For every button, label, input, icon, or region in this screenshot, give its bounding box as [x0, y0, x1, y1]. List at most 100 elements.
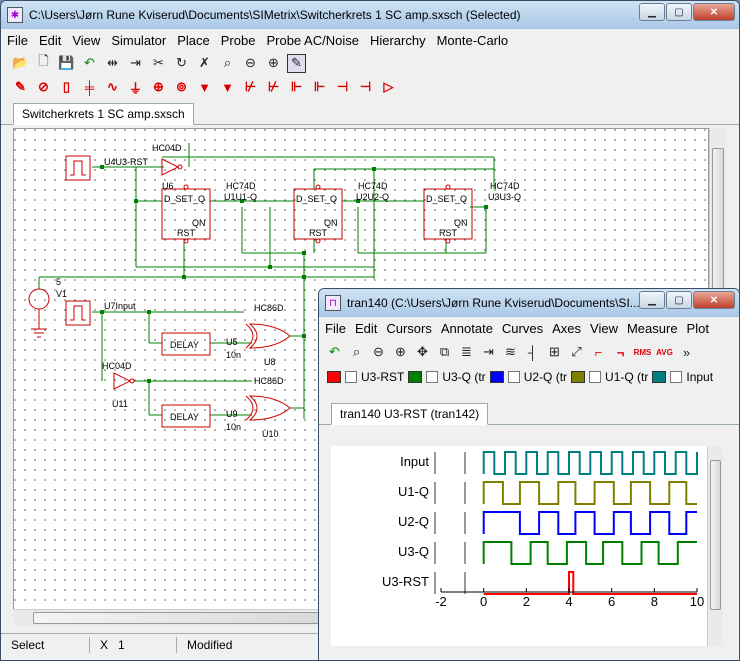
graph-menu-cursors[interactable]: Cursors	[386, 320, 432, 336]
wire-pen-icon[interactable]: ✎	[287, 53, 306, 73]
graph-more-icon[interactable]: »	[682, 344, 691, 360]
graph-pan-icon[interactable]: ✥	[417, 344, 428, 359]
graph-minimize-button[interactable]: ▁	[639, 291, 665, 309]
cut-icon[interactable]: ✂	[153, 55, 164, 70]
x-tick-label: 6	[608, 594, 615, 609]
pnp-icon[interactable]: ⊬	[267, 79, 280, 94]
open-icon[interactable]: 📂	[12, 55, 29, 70]
legend-checkbox-u2-q[interactable]	[507, 371, 520, 383]
ff2-dset: D_SET_Q	[296, 194, 337, 204]
graph-menu-file[interactable]: File	[325, 320, 346, 336]
menu-view[interactable]: View	[72, 32, 101, 48]
undo-icon[interactable]: ↶	[84, 55, 95, 70]
trace-u3-rst[interactable]	[483, 571, 697, 595]
legend-swatch-u3-q[interactable]	[408, 371, 423, 383]
trace-u2-q[interactable]	[482, 511, 697, 535]
graph-maximize-button[interactable]: ▢	[666, 291, 692, 309]
graph-marker-icon[interactable]: ⇥	[483, 344, 494, 359]
trace-input[interactable]	[482, 451, 698, 475]
graph-grid-icon[interactable]: ⊞	[549, 344, 560, 359]
legend-checkbox-u1-q[interactable]	[589, 371, 602, 383]
legend-checkbox-u3-q[interactable]	[426, 371, 439, 383]
graph-menu-axes[interactable]: Axes	[552, 320, 582, 336]
plot-vscroll[interactable]	[707, 446, 723, 646]
menu-place[interactable]: Place	[177, 32, 210, 48]
npn-icon[interactable]: ⊬	[244, 79, 257, 94]
close-button[interactable]: ✕	[693, 3, 735, 21]
zoom-out-icon[interactable]: ⊖	[245, 55, 256, 70]
legend-swatch-u3-rst[interactable]	[327, 371, 341, 383]
graph-scale-icon[interactable]: ⤢	[571, 344, 582, 359]
menu-probe[interactable]: Probe	[220, 32, 256, 48]
resistor-icon[interactable]: ▯	[62, 79, 71, 94]
graph-tab[interactable]: tran140 U3-RST (tran142)	[331, 403, 489, 425]
legend-swatch-u1-q[interactable]	[571, 371, 586, 383]
probe-current-icon[interactable]: ⊘	[38, 79, 49, 94]
menu-file[interactable]: File	[7, 32, 28, 48]
graph-menu-edit[interactable]: Edit	[354, 320, 378, 336]
current-source-icon[interactable]: ⊚	[176, 79, 187, 94]
rotate-icon[interactable]: ⇥	[130, 55, 141, 70]
main-title: C:\Users\Jørn Rune Kviserud\Documents\SI…	[29, 8, 521, 22]
plot-vscroll-thumb[interactable]	[710, 460, 721, 610]
menu-monte-carlo[interactable]: Monte-Carlo	[436, 32, 509, 48]
zener-icon[interactable]: ▼	[221, 79, 234, 95]
tab-schematic[interactable]: Switcherkrets 1 SC amp.sxsch	[13, 103, 194, 125]
voltage-source-icon[interactable]: ⊕	[153, 79, 164, 94]
graph-zoom-in-icon[interactable]: ⊕	[395, 344, 406, 359]
legend-swatch-input[interactable]	[652, 371, 667, 383]
nmos-icon[interactable]: ⊩	[290, 79, 303, 94]
graph-fall-icon[interactable]: ¬	[616, 344, 625, 360]
graph-rms-icon[interactable]: RMS	[633, 347, 652, 357]
graph-menu-measure[interactable]: Measure	[626, 320, 678, 336]
legend-checkbox-input[interactable]	[670, 371, 683, 383]
graph-close-button[interactable]: ✕	[693, 291, 735, 309]
menu-hierarchy[interactable]: Hierarchy	[369, 32, 426, 48]
legend-swatch-u2-q[interactable]	[489, 371, 504, 383]
pmos-icon[interactable]: ⊩	[313, 79, 326, 94]
graph-avg-icon[interactable]: AVG	[656, 347, 673, 357]
njfet-icon[interactable]: ⊣	[336, 79, 349, 94]
maximize-button[interactable]: ▢	[666, 3, 692, 21]
diode-icon[interactable]: ▼	[198, 79, 211, 95]
trace-u1-q[interactable]	[482, 481, 697, 505]
ground-icon[interactable]: ⏚	[128, 80, 142, 96]
probe-pen-icon[interactable]: ✎	[15, 79, 26, 94]
save-icon[interactable]: 💾	[58, 55, 75, 70]
graph-menu-annotate[interactable]: Annotate	[440, 320, 493, 336]
graph-copy-icon[interactable]: ⧉	[439, 344, 450, 359]
graph-menu-plot[interactable]: Plot	[686, 320, 709, 336]
refresh-icon[interactable]: ↻	[176, 55, 187, 70]
trace-u3-q[interactable]	[482, 541, 697, 565]
graph-rise-icon[interactable]: ⌐	[594, 344, 603, 360]
menu-simulator[interactable]: Simulator	[111, 32, 167, 48]
graph-undo-icon[interactable]: ↶	[329, 344, 340, 359]
graph-menu-curves[interactable]: Curves	[501, 320, 544, 336]
minimize-button[interactable]: ▁	[639, 3, 665, 21]
opamp-icon[interactable]: ▷	[383, 79, 394, 94]
graph-text-icon[interactable]: ≣	[461, 344, 472, 359]
graph-axis-icon[interactable]: ┤	[527, 344, 538, 360]
capacitor-icon[interactable]: ╪	[84, 79, 95, 95]
graph-zoom-fit-icon[interactable]: ⌕	[352, 344, 361, 359]
graph-menu-view[interactable]: View	[590, 320, 618, 336]
main-titlebar[interactable]: ✱ C:\Users\Jørn Rune Kviserud\Documents\…	[1, 1, 739, 29]
menu-probe-ac-noise[interactable]: Probe AC/Noise	[266, 32, 359, 48]
graph-curves-icon[interactable]: ≋	[505, 344, 516, 359]
graph-titlebar[interactable]: ⊓ tran140 (C:\Users\Jørn Rune Kviserud\D…	[319, 289, 739, 317]
label-u10: U10	[262, 429, 279, 439]
trace-label-u3-rst: U3-RST	[382, 574, 429, 589]
menu-edit[interactable]: Edit	[38, 32, 62, 48]
pjfet-icon[interactable]: ⊣	[359, 79, 372, 94]
graph-zoom-out-icon[interactable]: ⊖	[373, 344, 384, 359]
delete-wire-icon[interactable]: ✗	[199, 55, 210, 70]
schematic-hscroll-thumb[interactable]	[33, 612, 333, 624]
mirror-icon[interactable]: ⇹	[107, 55, 118, 70]
inductor-icon[interactable]: ∿	[107, 79, 118, 94]
zoom-fit-icon[interactable]: ⌕	[223, 55, 232, 70]
new-icon[interactable]: 🗋	[38, 53, 49, 68]
zoom-in-icon[interactable]: ⊕	[268, 55, 279, 70]
legend-checkbox-u3-rst[interactable]	[345, 371, 357, 383]
ff1-rst: RST	[177, 228, 196, 238]
